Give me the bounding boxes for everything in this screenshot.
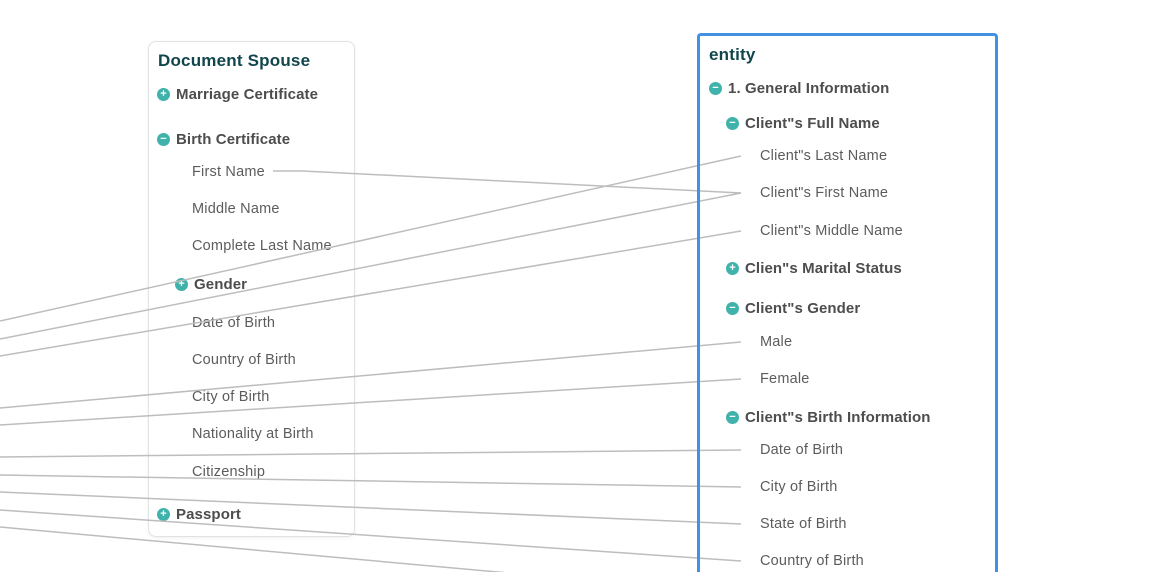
tree-item-label: Country of Birth: [192, 352, 296, 368]
expand-plus-icon[interactable]: +: [157, 87, 170, 101]
tree-item-male[interactable]: Male: [760, 331, 792, 353]
expand-plus-icon[interactable]: +: [175, 277, 188, 291]
tree-item-label: Passport: [176, 505, 241, 523]
tree-item-middle-name[interactable]: Middle Name: [192, 198, 280, 220]
connection-line-to-date-of-birth: [0, 449, 742, 458]
tree-item-country-of-birth[interactable]: Country of Birth: [760, 550, 864, 572]
tree-item-label: Client"s Birth Information: [745, 408, 931, 426]
tree-item-client-s-first-name[interactable]: Client"s First Name: [760, 182, 888, 204]
connection-line-to-client-s-first-name: [0, 192, 742, 340]
tree-item-label: 1. General Information: [728, 79, 890, 97]
expand-plus-icon[interactable]: +: [157, 507, 170, 521]
tree-item-label: Date of Birth: [760, 442, 844, 458]
tree-item-label: Middle Name: [192, 201, 280, 217]
tree-item-1-general-information[interactable]: −1. General Information: [709, 77, 889, 99]
tree-item-label: Country of Birth: [760, 553, 864, 569]
collapse-minus-icon[interactable]: −: [157, 132, 170, 146]
tree-item-label: City of Birth: [192, 389, 270, 405]
connection-line-to-offscreen-bottom: [0, 526, 507, 572]
tree-item-birth-certificate[interactable]: −Birth Certificate: [157, 128, 290, 150]
tree-item-label: Complete Last Name: [192, 238, 332, 254]
connection-line-to-male: [0, 341, 742, 409]
tree-item-label: Date of Birth: [192, 315, 276, 331]
collapse-minus-icon[interactable]: −: [709, 81, 722, 95]
connection-line-to-state-of-birth: [0, 491, 742, 525]
collapse-minus-icon[interactable]: −: [726, 116, 739, 130]
tree-item-citizenship[interactable]: Citizenship: [192, 461, 265, 483]
document-spouse-panel: Document Spouse + Marriage Certificate −Bi…: [148, 41, 355, 537]
collapse-minus-icon[interactable]: −: [726, 301, 739, 315]
tree-item-city-of-birth[interactable]: City of Birth: [760, 476, 838, 498]
tree-item-female[interactable]: Female: [760, 368, 810, 390]
tree-item-country-of-birth[interactable]: Country of Birth: [192, 349, 296, 371]
expand-plus-icon[interactable]: +: [726, 261, 739, 275]
tree-item-state-of-birth[interactable]: State of Birth: [760, 513, 847, 535]
connection-line-to-female: [0, 378, 742, 426]
tree-item-client-s-last-name[interactable]: Client"s Last Name: [760, 145, 887, 167]
tree-item-label: Female: [760, 371, 810, 387]
tree-item-client-s-middle-name[interactable]: Client"s Middle Name: [760, 220, 903, 242]
connection-line-to-client-s-last-name: [0, 155, 742, 322]
tree-item-label: Client"s Full Name: [745, 114, 880, 132]
tree-item-first-name[interactable]: First Name: [192, 161, 265, 183]
tree-item-label: First Name: [192, 164, 265, 180]
tree-item-city-of-birth[interactable]: City of Birth: [192, 386, 270, 408]
tree-item-label: Clien"s Marital Status: [745, 259, 902, 277]
tree-item-date-of-birth[interactable]: Date of Birth: [192, 312, 275, 334]
tree-item-client-s-gender[interactable]: −Client"s Gender: [726, 297, 860, 319]
connection-line-to-client-s-middle-name: [0, 230, 742, 357]
tree-item-gender[interactable]: + Gender: [175, 273, 247, 295]
tree-item-label: Male: [760, 334, 793, 350]
connection-line-to-country-of-birth: [0, 509, 742, 562]
tree-item-label: Client"s Last Name: [760, 148, 888, 164]
tree-item-label: Gender: [194, 275, 248, 293]
tree-item-client-s-full-name[interactable]: −Client"s Full Name: [726, 112, 880, 134]
connection-line-to-city-of-birth: [0, 474, 742, 488]
tree-item-passport[interactable]: + Passport: [157, 503, 241, 525]
collapse-minus-icon[interactable]: −: [726, 410, 739, 424]
tree-item-nationality-at-birth[interactable]: Nationality at Birth: [192, 423, 314, 445]
tree-item-label: Client"s Gender: [745, 299, 861, 317]
tree-item-label: State of Birth: [760, 516, 847, 532]
tree-item-label: Citizenship: [192, 464, 266, 480]
tree-item-date-of-birth[interactable]: Date of Birth: [760, 439, 843, 461]
entity-panel: entity −1. General Information−Client"s …: [697, 33, 998, 572]
tree-item-label: Birth Certificate: [176, 130, 291, 148]
tree-item-label: Client"s Middle Name: [760, 223, 903, 239]
tree-item-label: Marriage Certificate: [176, 85, 319, 103]
document-panel-title: Document Spouse: [158, 51, 311, 70]
tree-item-label: Client"s First Name: [760, 185, 889, 201]
tree-item-label: City of Birth: [760, 479, 838, 495]
entity-panel-title: entity: [709, 45, 756, 64]
tree-item-complete-last-name[interactable]: Complete Last Name: [192, 235, 332, 257]
tree-item-label: Nationality at Birth: [192, 426, 314, 442]
tree-item-marriage-certificate[interactable]: + Marriage Certificate: [157, 83, 318, 105]
tree-item-clien-s-marital-status[interactable]: + Clien"s Marital Status: [726, 257, 902, 279]
tree-item-client-s-birth-information[interactable]: −Client"s Birth Information: [726, 406, 931, 428]
